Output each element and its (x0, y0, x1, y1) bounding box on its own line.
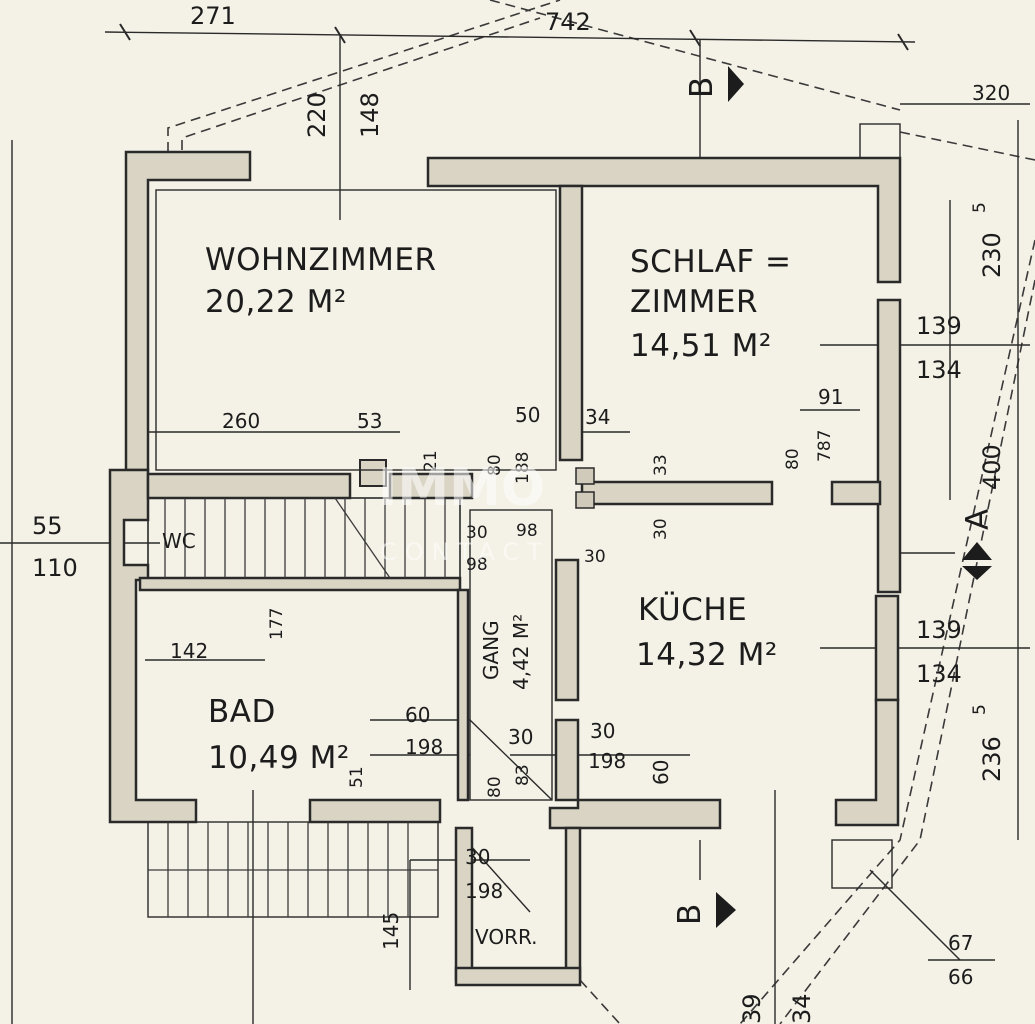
dim-30-gang: 30 (508, 725, 533, 749)
section-marker-a-label: A (960, 508, 996, 530)
inner-walls (138, 184, 882, 987)
dim-98-b: 98 (466, 555, 488, 575)
dim-198-bad: 198 (405, 735, 443, 759)
dim-83: 83 (513, 764, 533, 786)
section-marker-b-bottom: B (672, 892, 736, 928)
dim-53: 53 (357, 409, 382, 433)
dim-230-5: 230 (978, 232, 1006, 278)
dim-742: 742 (545, 8, 591, 36)
gang-door-swing (469, 719, 553, 801)
watermark: IMMO CONTACT (378, 458, 550, 566)
dim-134-b: 134 (916, 660, 962, 688)
dim-220: 220 (303, 92, 331, 138)
dim-134-a: 134 (916, 356, 962, 384)
dim-80-gang: 80 (485, 776, 505, 798)
dim-30-k: 30 (590, 719, 615, 743)
dim-177: 177 (267, 608, 287, 640)
room-schlafzimmer-area: 14,51 M² (630, 328, 772, 364)
staircase (147, 497, 461, 579)
section-marker-a: A (960, 508, 996, 580)
room-kueche-area: 14,32 M² (636, 637, 778, 673)
dim-34-bottom: 34 (788, 993, 816, 1024)
chimney-bottom (831, 839, 893, 889)
dim-21: 21 (421, 450, 441, 472)
dim-51: 51 (347, 766, 367, 788)
dim-198-v: 198 (465, 879, 503, 903)
dim-110: 110 (32, 554, 78, 582)
dim-39-bottom: 39 (738, 993, 766, 1024)
dim-260: 260 (222, 409, 260, 433)
dimension-labels: 271 742 220 148 320 230 5 139 134 400 13… (32, 2, 1010, 1024)
room-wohnzimmer-name: WOHNZIMMER (205, 242, 437, 278)
dim-66: 66 (948, 965, 973, 989)
room-gang-area: 4,42 M² (509, 614, 533, 690)
dim-139-a: 139 (916, 312, 962, 340)
section-marker-b-top-label: B (684, 76, 720, 98)
watermark-line1: IMMO (378, 458, 545, 518)
dim-30-a: 30 (466, 523, 488, 543)
dim-50: 50 (515, 403, 540, 427)
section-marker-b-top: B (684, 66, 744, 102)
roof-outline (167, 0, 1035, 1024)
dim-787: 787 (815, 430, 835, 462)
room-bad-area: 10,49 M² (208, 740, 350, 776)
chimney-top (859, 123, 901, 159)
room-vorraum-name: VORR. (475, 925, 538, 949)
dim-91: 91 (818, 385, 843, 409)
room-wohnzimmer-area: 20,22 M² (205, 284, 347, 320)
dim-33: 33 (651, 454, 671, 476)
dim-30-v: 30 (465, 845, 490, 869)
dim-60-bad: 60 (405, 703, 430, 727)
dim-271: 271 (190, 2, 236, 30)
room-schlafzimmer-name-1: SCHLAF = (630, 244, 791, 280)
dim-236-5-sup: 5 (970, 704, 990, 715)
dim-236-5: 236 (978, 736, 1006, 782)
wohnzimmer-inner-outline (155, 189, 557, 471)
section-marker-b-bottom-label: B (672, 903, 708, 925)
dim-230-5-sup: 5 (970, 202, 990, 213)
watermark-line2: CONTACT (380, 538, 550, 566)
dim-188: 188 (513, 452, 533, 484)
dim-55: 55 (32, 512, 63, 540)
dimension-lines (0, 23, 1030, 1024)
room-gang-name: GANG (479, 620, 503, 680)
dim-80-sz: 80 (783, 448, 803, 470)
dim-34: 34 (585, 405, 610, 429)
room-schlafzimmer-name-2: ZIMMER (630, 284, 758, 320)
gang-outline (469, 509, 553, 801)
room-wc-name: WC (162, 529, 196, 553)
dim-148: 148 (356, 92, 384, 138)
dim-30-b: 30 (651, 518, 671, 540)
room-kueche-name: KÜCHE (638, 591, 747, 628)
dim-198-k: 198 (588, 749, 626, 773)
dim-67: 67 (948, 931, 973, 955)
exterior-steps (147, 821, 439, 918)
dim-400: 400 (978, 444, 1006, 490)
room-bad-name: BAD (208, 694, 276, 730)
dim-320: 320 (972, 81, 1010, 105)
dim-30-c: 30 (584, 547, 606, 567)
dim-80-hall: 80 (485, 454, 505, 476)
dim-145: 145 (379, 912, 403, 950)
dim-60-k: 60 (649, 760, 673, 785)
dim-142: 142 (170, 639, 208, 663)
dim-98-a: 98 (516, 521, 538, 541)
dim-139-b: 139 (916, 616, 962, 644)
